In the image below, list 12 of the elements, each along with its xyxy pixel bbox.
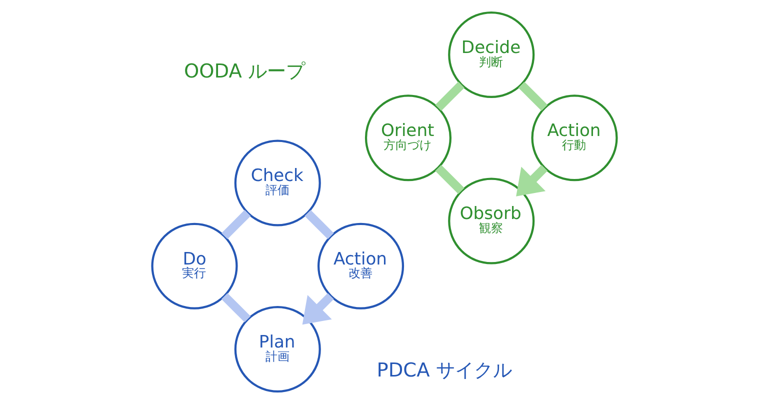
node-circle: Orient 方向づけ (364, 94, 452, 182)
label: OODA ループ (184, 59, 304, 82)
arrow (302, 293, 334, 325)
node-circle: Action 行動 (530, 94, 618, 182)
node-circle: Decide 判断 (448, 11, 534, 98)
node-circle: Check 評価 (234, 140, 320, 226)
node-circle: Obsorb 観察 (448, 178, 534, 264)
node-circle: Action 改善 (316, 222, 404, 310)
label: PDCA サイクル (376, 358, 512, 382)
node-circle: Do 実行 (150, 222, 238, 310)
arrow (516, 164, 548, 196)
node-circle: Plan 計画 (234, 306, 320, 393)
